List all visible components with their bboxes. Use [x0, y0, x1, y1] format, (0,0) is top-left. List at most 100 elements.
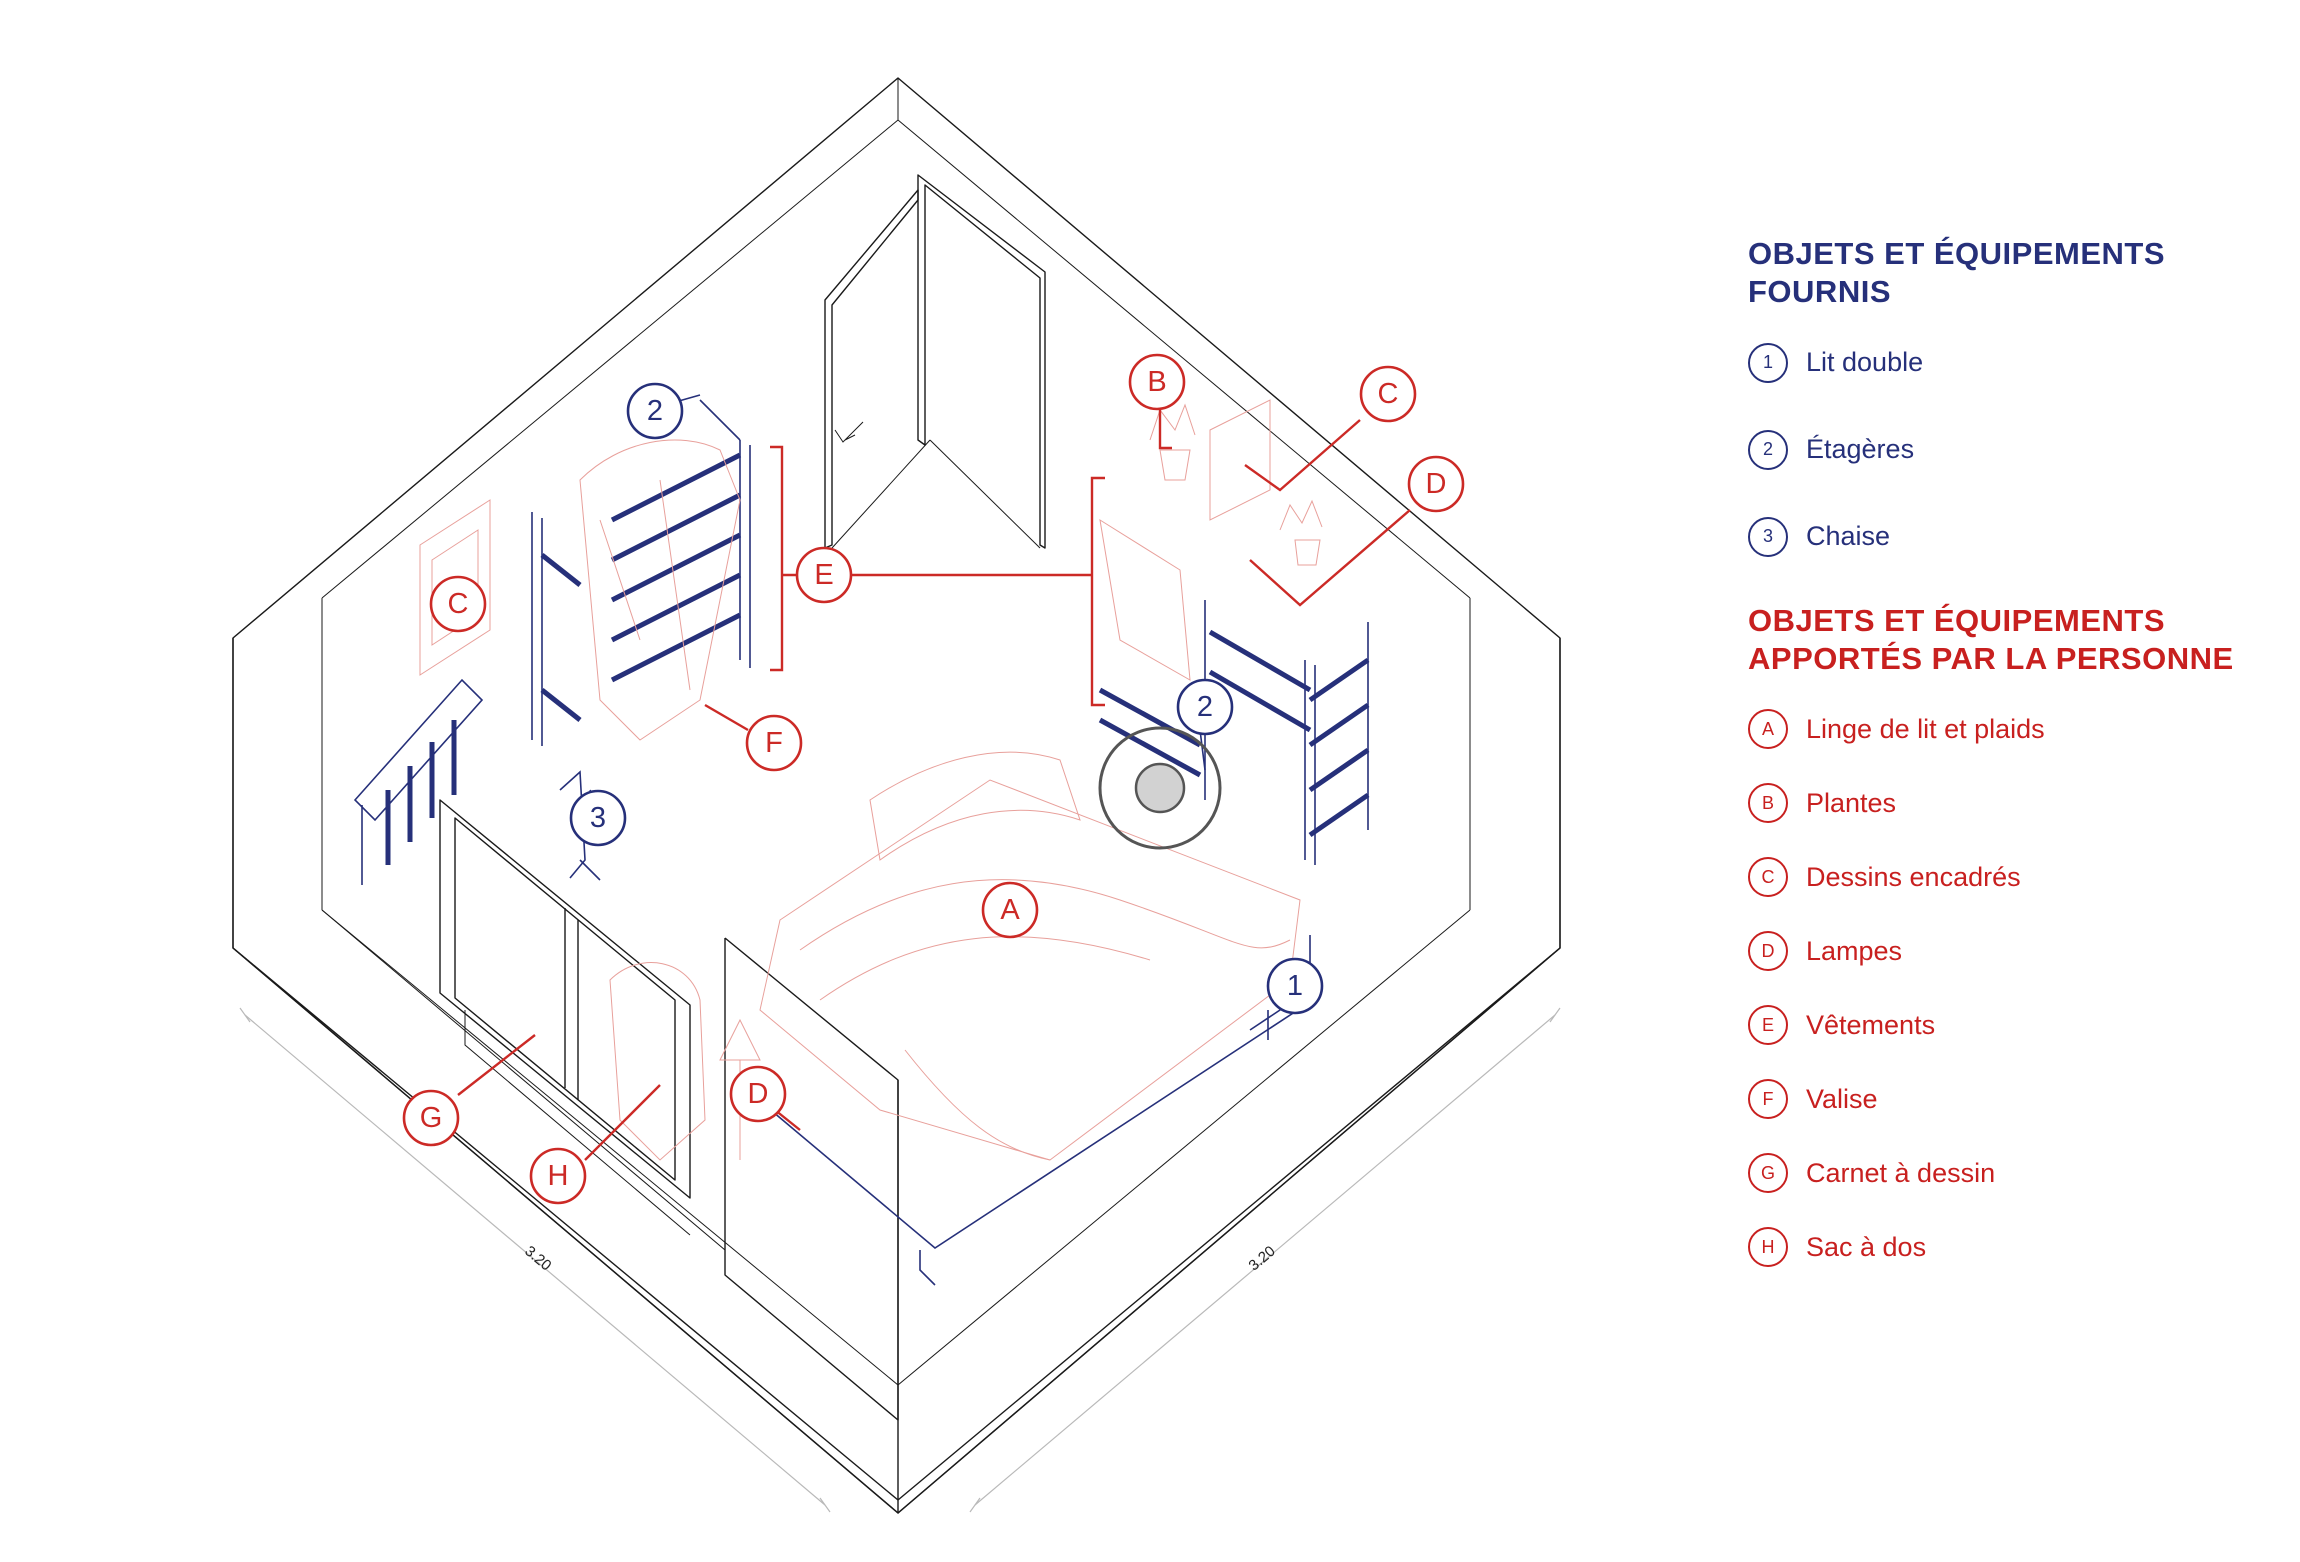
legend-label: Linge de lit et plaids — [1806, 713, 2045, 744]
legend-badge: E — [1748, 1005, 1788, 1045]
legend-badge: 1 — [1748, 342, 1788, 383]
callout-f: F — [745, 714, 803, 772]
svg-text:F: F — [765, 727, 783, 759]
legend-label: Dessins encadrés — [1806, 861, 2021, 892]
legend-badge: G — [1748, 1153, 1788, 1193]
callout-3: 3 — [569, 789, 627, 847]
callout-d-left: D — [729, 1065, 787, 1123]
legend-badge: 2 — [1748, 429, 1788, 470]
legend-item-sac: H Sac à dos — [1748, 1226, 2268, 1268]
legend-label: Sac à dos — [1806, 1231, 1927, 1262]
legend-label: Valise — [1806, 1083, 1878, 1114]
legend-item-vetements: E Vêtements — [1748, 1004, 2268, 1046]
svg-text:B: B — [1147, 366, 1166, 398]
clothes-right — [1099, 518, 1191, 681]
legend-badge: C — [1748, 857, 1788, 897]
svg-text:A: A — [1000, 894, 1020, 926]
callout-c-right: C — [1359, 365, 1417, 423]
front-pillar — [724, 937, 899, 1421]
svg-text:D: D — [748, 1078, 769, 1110]
callout-d-right: D — [1407, 455, 1465, 513]
legend-label: Chaise — [1806, 521, 1891, 551]
legend-item-etageres: 2 Étagères — [1748, 428, 2268, 471]
callout-c-left: C — [429, 575, 487, 633]
leader-2b — [1199, 729, 1206, 771]
floor-right-edge — [897, 909, 1471, 1400]
legend-badge: D — [1748, 931, 1788, 971]
frame-right — [1209, 399, 1271, 521]
callout-2b: 2 — [1176, 678, 1234, 736]
legend-badge: F — [1748, 1079, 1788, 1119]
clothes-left — [579, 439, 741, 741]
legend-item-carnet: G Carnet à dessin — [1748, 1152, 2268, 1194]
svg-text:E: E — [814, 559, 833, 591]
window — [439, 799, 691, 1236]
legend-title-brought: OBJETS ET ÉQUIPEMENTS APPORTÉS PAR LA PE… — [1748, 602, 2268, 678]
svg-text:H: H — [548, 1160, 569, 1192]
inner-wall-top — [321, 119, 1471, 599]
legend-title-provided-line2: FOURNIS — [1748, 274, 1891, 309]
callout-1: 1 — [1266, 957, 1324, 1015]
legend-title-brought-line2: APPORTÉS PAR LA PERSONNE — [1748, 641, 2234, 676]
legend-item-valise: F Valise — [1748, 1078, 2268, 1120]
legend-label: Plantes — [1806, 787, 1897, 818]
svg-text:1: 1 — [1287, 970, 1303, 1002]
legend-item-plantes: B Plantes — [1748, 782, 2268, 824]
bracket-e-right — [1090, 476, 1105, 707]
legend-title-brought-line1: OBJETS ET ÉQUIPEMENTS — [1748, 603, 2166, 638]
callout-leaders — [457, 394, 1411, 1161]
window-outer-frame — [439, 799, 691, 1199]
bed-frame — [734, 935, 1311, 1286]
legend-label: Vêtements — [1806, 1009, 1936, 1040]
window-inner-frame — [454, 817, 676, 1181]
legend-title-provided-line1: OBJETS ET ÉQUIPEMENTS — [1748, 236, 2166, 271]
bedhead — [353, 678, 484, 885]
legend-item-linge: A Linge de lit et plaids — [1748, 708, 2268, 750]
legend-label: Lit double — [1806, 347, 1924, 377]
svg-text:C: C — [1378, 378, 1399, 410]
legend-badge: A — [1748, 709, 1788, 749]
leader-d2 — [1249, 509, 1411, 607]
legend: OBJETS ET ÉQUIPEMENTS FOURNIS 1 Lit doub… — [1748, 235, 2268, 1300]
legend-list-provided: 1 Lit double 2 Étagères 3 Chaise — [1748, 341, 2268, 558]
door-floor-right — [929, 439, 1041, 549]
leader-g — [457, 1034, 536, 1096]
cut-box-left — [321, 909, 899, 1386]
backpack-sketch — [609, 962, 706, 1161]
door-handle-icon — [834, 421, 864, 443]
legend-label: Étagères — [1806, 434, 1915, 464]
legend-title-provided: OBJETS ET ÉQUIPEMENTS FOURNIS — [1748, 235, 2268, 311]
room-isometric-drawing: 2 2 3 1 B C D C E F A D — [232, 77, 1561, 1514]
svg-text:C: C — [448, 588, 469, 620]
legend-item-chaise: 3 Chaise — [1748, 515, 2268, 558]
brought-items-sketch — [419, 399, 1323, 1161]
legend-item-lit-double: 1 Lit double — [1748, 341, 2268, 384]
door-floor-left — [831, 439, 931, 549]
leader-h — [584, 1084, 661, 1161]
leader-d1 — [774, 1109, 801, 1131]
svg-text:3.20: 3.20 — [521, 1243, 554, 1275]
svg-text:3.20: 3.20 — [1245, 1243, 1278, 1275]
bracket-e-left — [770, 445, 784, 672]
leader-b — [1158, 410, 1172, 450]
svg-text:2: 2 — [647, 395, 663, 427]
door — [824, 174, 1046, 549]
svg-text:G: G — [420, 1102, 443, 1134]
legend-badge: B — [1748, 783, 1788, 823]
legend-label: Carnet à dessin — [1806, 1157, 1996, 1188]
dimension-right: 3.20 — [969, 1007, 1561, 1513]
right-wall-face — [897, 638, 1561, 1514]
legend-badge: H — [1748, 1227, 1788, 1267]
legend-label: Lampes — [1806, 935, 1903, 966]
leader-c2 — [1244, 419, 1361, 492]
svg-text:3: 3 — [590, 802, 606, 834]
door-leaf — [824, 189, 919, 549]
callout-2a: 2 — [626, 382, 684, 440]
legend-item-lampes: D Lampes — [1748, 930, 2268, 972]
svg-text:2: 2 — [1197, 691, 1213, 723]
callout-b: B — [1128, 353, 1186, 411]
bedding-outline — [759, 779, 1301, 1161]
plant-b — [1149, 403, 1196, 481]
location-marker — [1098, 726, 1222, 850]
legend-list-brought: A Linge de lit et plaids B Plantes C Des… — [1748, 708, 2268, 1268]
